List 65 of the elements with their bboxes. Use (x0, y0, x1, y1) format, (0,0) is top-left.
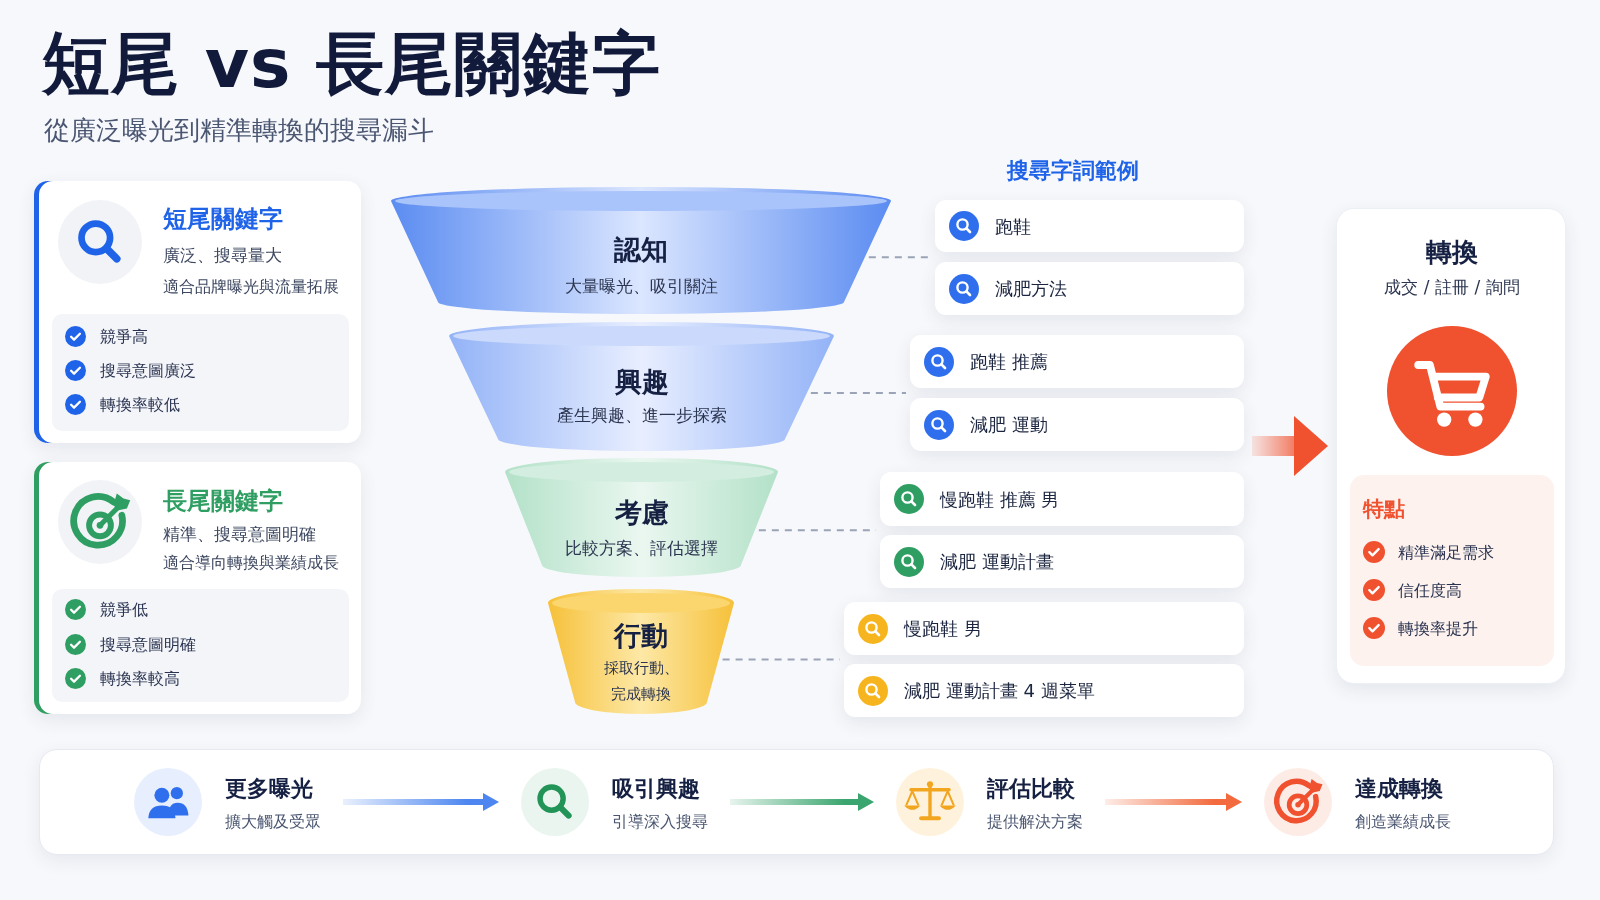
card-heading: 長尾關鍵字 (163, 485, 283, 517)
arrow (1105, 793, 1242, 811)
card-text: 成交 / 註冊 / 詢問 (1384, 276, 1520, 298)
search-term: 減肥 運動計畫 (940, 550, 1054, 573)
list-item: 轉換率提升 (1398, 617, 1478, 639)
step-text: 擴大觸及受眾 (225, 810, 321, 832)
stage-title: 興趣 (614, 364, 669, 399)
arrow (343, 793, 499, 811)
arrow (730, 793, 874, 811)
stage-text: 採取行動、完成轉換 (602, 658, 680, 705)
stage-text: 產生興趣、進一步探索 (556, 404, 727, 426)
search-term: 減肥 運動計畫 4 週菜單 (904, 679, 1095, 702)
card-text: 精準、搜尋意圖明確 (163, 523, 316, 545)
search-term: 跑鞋 (995, 214, 1031, 238)
list-item: 精準滿足需求 (1398, 541, 1494, 563)
search-term: 慢跑鞋 推薦 男 (940, 487, 1060, 511)
list-item: 搜尋意圖明確 (100, 633, 196, 655)
search-term: 減肥方法 (995, 277, 1067, 300)
keyword-card (34, 462, 361, 714)
search-term-pill (910, 398, 1244, 451)
dashed-connector (809, 392, 907, 394)
checklist-panel (52, 589, 349, 702)
stage-text: 大量曝光、吸引關注 (564, 275, 718, 297)
search-term-pill (880, 535, 1244, 588)
search-term-pill (844, 664, 1244, 717)
step-bar (39, 749, 1554, 855)
step-title: 更多曝光 (225, 774, 313, 803)
page-title: 短尾 vs 長尾關鍵字 (42, 23, 662, 105)
conversion-card (1336, 208, 1566, 684)
feature-panel (1350, 475, 1554, 666)
stage-text: 比較方案、評估選擇 (565, 537, 718, 559)
list-item: 競爭高 (100, 325, 148, 347)
checklist-panel (52, 314, 349, 431)
card-heading: 轉換 (1426, 236, 1478, 269)
panel-heading: 特點 (1363, 495, 1405, 523)
stage-title: 認知 (614, 232, 668, 267)
step-title: 吸引興趣 (612, 774, 700, 803)
search-term-pill (880, 472, 1244, 526)
step-title: 達成轉換 (1355, 774, 1443, 803)
section-heading: 搜尋字詞範例 (1007, 156, 1139, 185)
card-heading: 短尾關鍵字 (163, 203, 283, 235)
list-item: 轉換率較低 (100, 393, 180, 415)
card-text: 適合導向轉換與業績成長 (163, 551, 339, 573)
search-term: 跑鞋 推薦 (970, 350, 1048, 373)
list-item: 轉換率較高 (100, 667, 180, 689)
step-text: 提供解決方案 (987, 810, 1083, 832)
list-item: 搜尋意圖廣泛 (100, 359, 196, 381)
list-item: 競爭低 (100, 598, 148, 620)
search-term-pill (844, 602, 1244, 655)
search-term-pill (935, 262, 1244, 315)
arrow (1252, 416, 1328, 476)
subtitle: 從廣泛曝光到精準轉換的搜尋漏斗 (44, 114, 434, 147)
list-item: 信任度高 (1398, 579, 1462, 601)
step-title: 評估比較 (987, 774, 1075, 803)
search-term: 慢跑鞋 男 (904, 617, 982, 640)
keyword-card (34, 181, 361, 443)
step-text: 引導深入搜尋 (612, 810, 708, 832)
search-term-pill (910, 335, 1244, 388)
card-text: 適合品牌曝光與流量拓展 (163, 275, 339, 297)
search-term: 減肥 運動 (970, 413, 1048, 436)
stage-title: 行動 (614, 618, 668, 653)
card-text: 廣泛、搜尋量大 (163, 244, 282, 266)
step-text: 創造業績成長 (1355, 810, 1451, 832)
search-term-pill (935, 200, 1244, 252)
stage-title: 考慮 (614, 495, 669, 530)
